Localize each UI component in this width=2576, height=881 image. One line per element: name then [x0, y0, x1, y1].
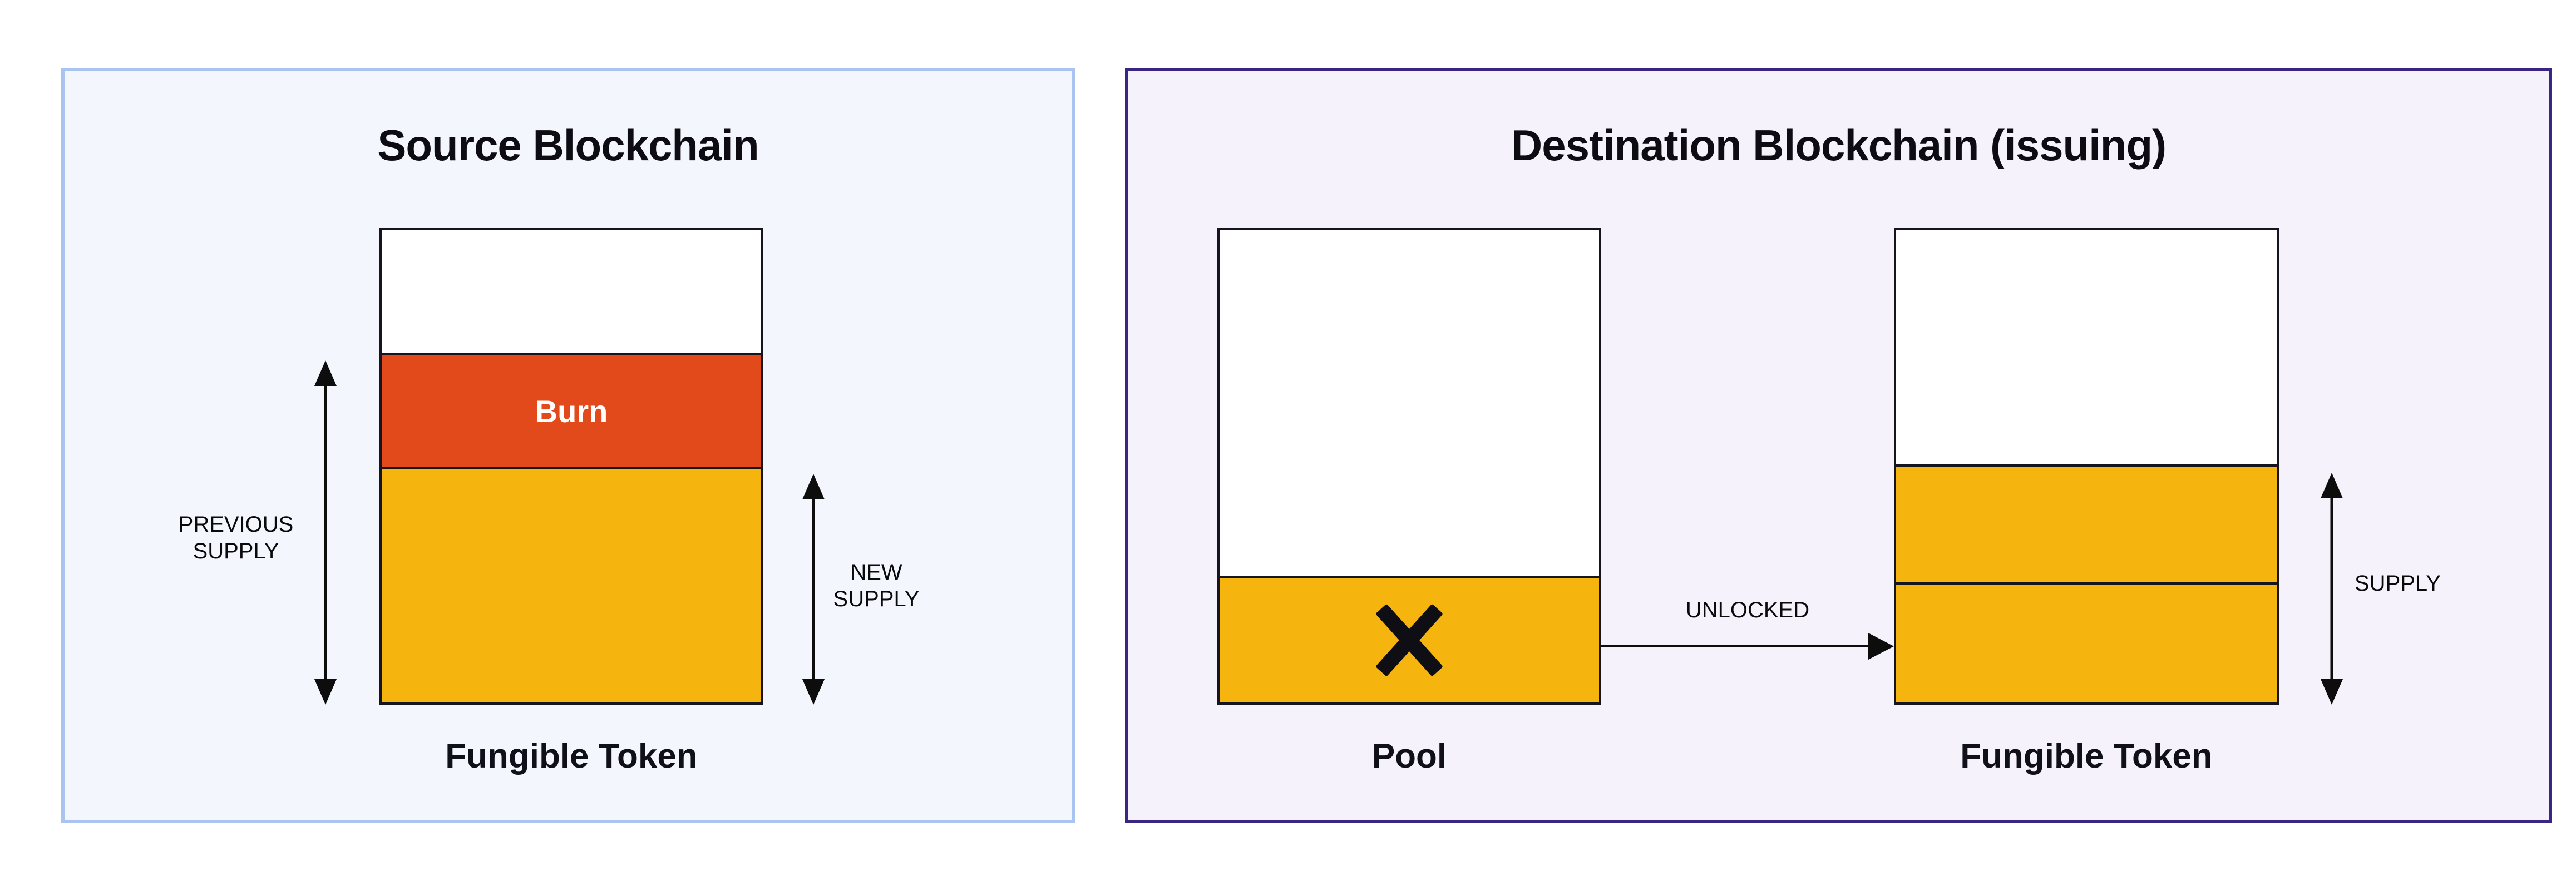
arrow-line	[2330, 495, 2333, 682]
token-bar-empty-segment	[1896, 230, 2277, 464]
unlocked-arrow-icon	[1601, 633, 1894, 660]
arrow-line	[1601, 645, 1877, 647]
arrowhead-down-icon	[802, 679, 825, 705]
arrow-line	[324, 383, 327, 682]
arrowhead-down-icon	[2321, 679, 2343, 705]
pool-bar	[1217, 228, 1601, 705]
x-icon	[1375, 603, 1443, 677]
token-bar-supply-segment-lower	[1896, 582, 2277, 702]
source-bar-supply-segment	[382, 469, 761, 702]
unlocked-label: UNLOCKED	[1685, 598, 1810, 622]
arrowhead-right-icon	[1868, 633, 1894, 660]
new-supply-label: NEW SUPPLY	[833, 560, 920, 611]
destination-fungible-token-bar	[1894, 228, 2279, 705]
supply-arrow-icon	[2321, 473, 2343, 705]
new-supply-arrow-icon	[802, 474, 825, 705]
source-fungible-token-bar: Burn	[379, 228, 763, 705]
supply-label: SUPPLY	[2355, 571, 2441, 596]
token-bar-supply-segment-upper	[1896, 464, 2277, 582]
source-bar-label: Fungible Token	[445, 737, 698, 775]
source-blockchain-panel: Source Blockchain Burn Fungible Token PR…	[61, 68, 1075, 823]
arrowhead-up-icon	[802, 474, 825, 499]
destination-bar-label: Fungible Token	[1960, 737, 2213, 775]
source-panel-title: Source Blockchain	[377, 121, 759, 170]
previous-supply-label: PREVIOUS SUPPLY	[178, 512, 294, 563]
pool-bar-label: Pool	[1371, 737, 1447, 775]
arrowhead-down-icon	[314, 679, 337, 705]
pool-bar-locked-segment	[1220, 576, 1599, 702]
source-bar-empty-segment	[382, 230, 761, 353]
burn-segment-label: Burn	[535, 394, 608, 429]
pool-bar-empty-segment	[1220, 230, 1599, 576]
destination-panel-title: Destination Blockchain (issuing)	[1511, 121, 2167, 170]
source-bar-burn-segment: Burn	[382, 353, 761, 469]
arrowhead-up-icon	[2321, 473, 2343, 498]
previous-supply-arrow-icon	[314, 360, 337, 705]
destination-blockchain-panel: Destination Blockchain (issuing) Pool UN…	[1125, 68, 2552, 823]
arrow-line	[812, 496, 815, 682]
arrowhead-up-icon	[314, 360, 337, 386]
